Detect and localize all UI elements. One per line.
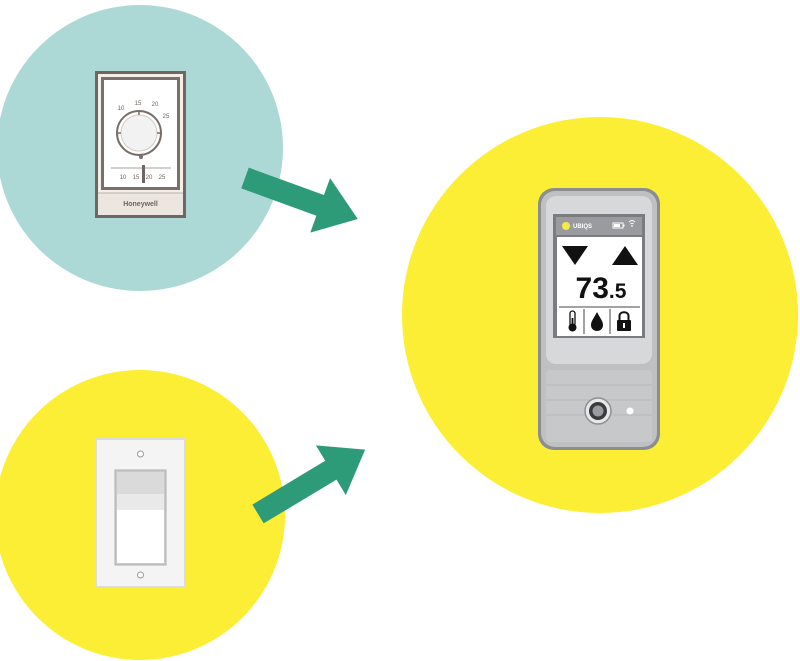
dial-mark: 10 <box>118 106 125 112</box>
arrow-switch-to-smart <box>252 445 366 524</box>
smart-thermostat: UBIQS 73.5 <box>538 188 660 450</box>
water-drop-icon <box>591 312 603 331</box>
screw-bottom <box>137 571 144 579</box>
setting-lever <box>142 165 145 183</box>
increase-arrow-icon <box>612 246 638 265</box>
brand-logo: UBIQS <box>573 224 592 230</box>
wifi-icon <box>628 220 636 227</box>
arrow-thermostat-to-smart <box>241 167 358 233</box>
scale-mark: 20 <box>146 175 153 181</box>
temperature-whole: 73 <box>576 272 609 305</box>
battery-icon <box>612 222 625 229</box>
scale-mark: 25 <box>159 175 166 181</box>
old-thermostat: Honeywell 10 15 20 25 10 15 20 25 <box>95 71 186 218</box>
decrease-arrow-icon <box>562 246 588 265</box>
screw-top <box>137 450 144 458</box>
lock-icon <box>617 311 631 331</box>
dial-mark: 25 <box>163 114 170 120</box>
dial-mark: 20 <box>152 102 159 108</box>
indicator-light <box>626 407 634 415</box>
logo-icon <box>562 222 570 230</box>
temperature-readout: 73.5 <box>576 272 627 305</box>
scale-mark: 10 <box>120 175 127 181</box>
thermometer-icon <box>568 310 577 332</box>
dial-mark: 15 <box>135 101 142 107</box>
light-switch <box>95 438 186 588</box>
thermostat-brand-label: Honeywell <box>123 201 158 208</box>
scale-mark: 15 <box>133 175 140 181</box>
temperature-decimal: .5 <box>609 280 627 303</box>
